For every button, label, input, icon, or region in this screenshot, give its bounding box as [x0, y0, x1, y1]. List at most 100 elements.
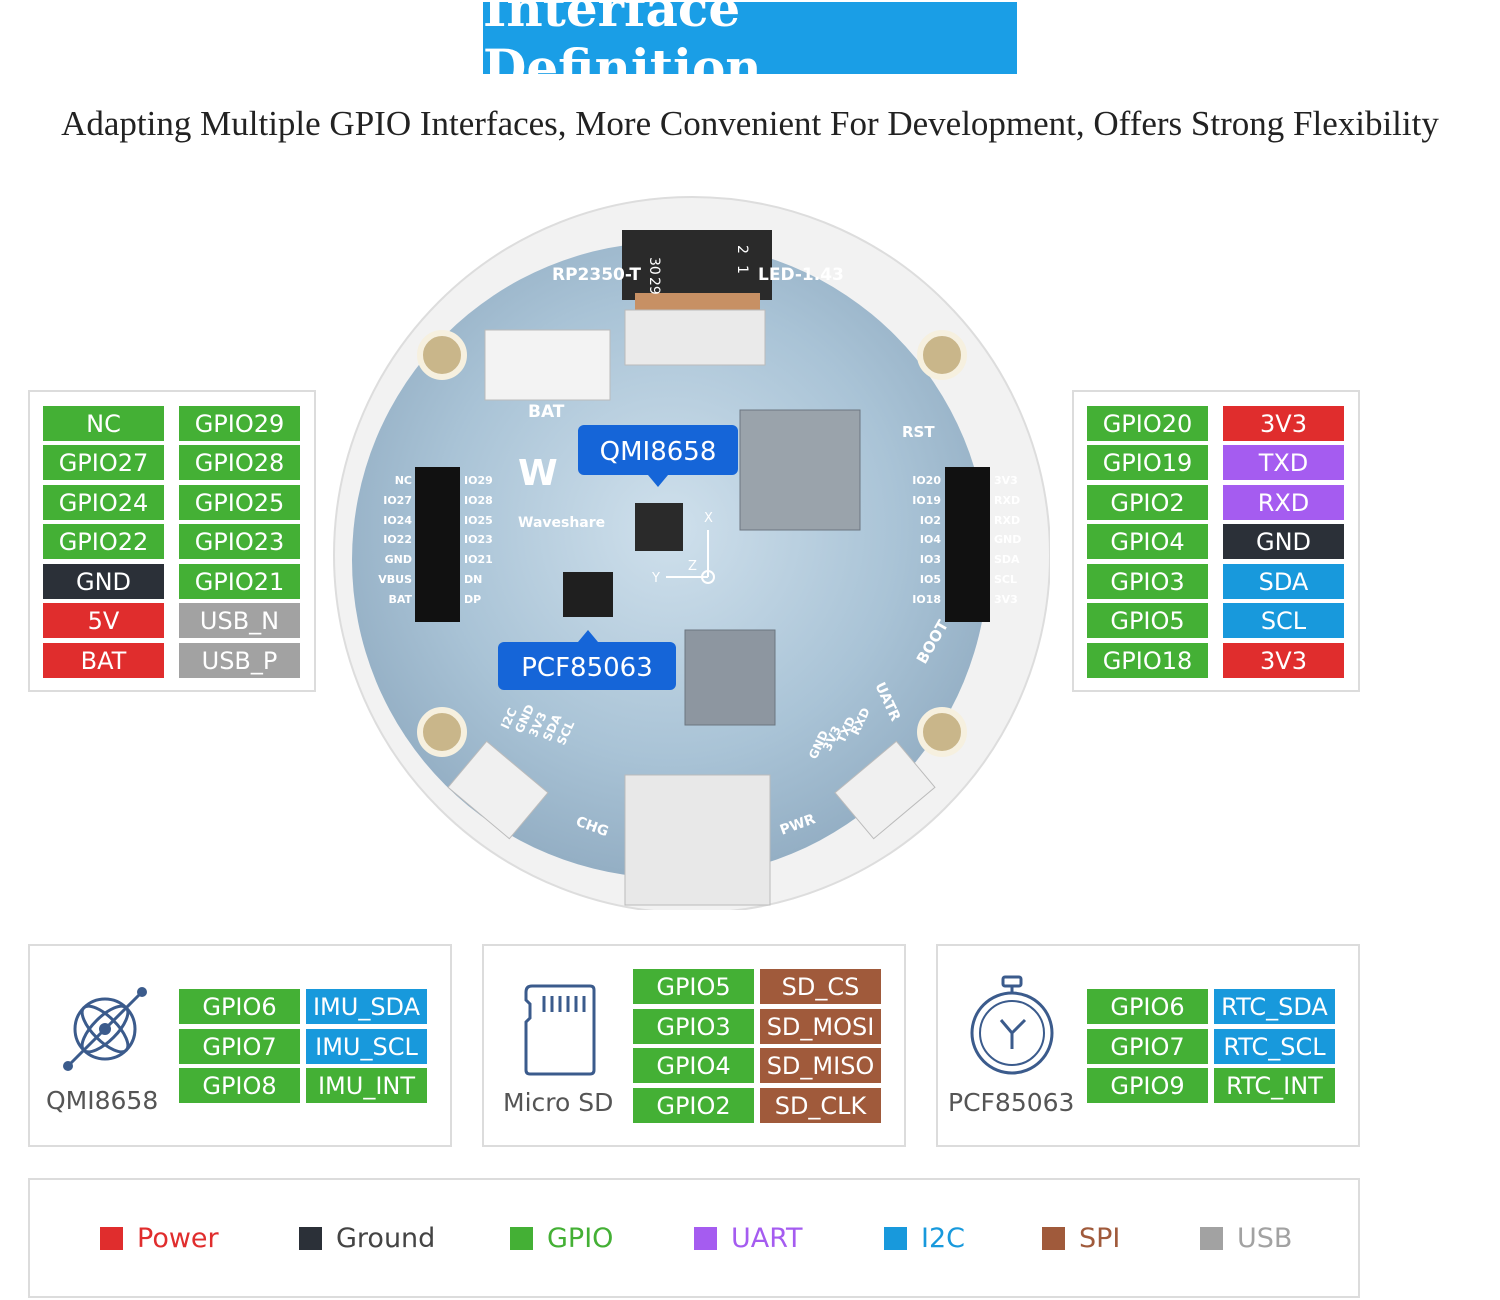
- legend-item-gpio: GPIO: [510, 1222, 614, 1254]
- legend-swatch-ground: [299, 1226, 322, 1250]
- left-pin-gpio23: GPIO23: [179, 524, 300, 559]
- silk-left-vbus-5: VBUS: [378, 573, 412, 586]
- right-pin-gpio5: GPIO5: [1087, 603, 1208, 638]
- module-pin-micro-sd-gpio3: GPIO3: [633, 1009, 754, 1044]
- right-pin-3v3-6: 3V3: [1223, 643, 1344, 678]
- module-pin-sd-clk: SD_CLK: [760, 1088, 881, 1123]
- sd-card-icon: [524, 984, 596, 1076]
- legend-item-usb: USB: [1200, 1223, 1292, 1254]
- left-pin-gpio27: GPIO27: [43, 445, 164, 480]
- legend-item-ground: Ground: [299, 1223, 435, 1254]
- module-caption-pcf85063: PCF85063: [948, 1088, 1075, 1117]
- module-pin-micro-sd-gpio2: GPIO2: [633, 1088, 754, 1123]
- waveshare-mark: W: [518, 453, 558, 494]
- silk-right-inner-io20-0: IO20: [912, 474, 941, 487]
- right-pin-gpio3: GPIO3: [1087, 564, 1208, 599]
- silk-right-inner-io19-1: IO19: [912, 494, 941, 507]
- stopwatch-icon: [970, 975, 1054, 1075]
- fpc-connector: [622, 230, 772, 300]
- module-pin-imu-sda: IMU_SDA: [306, 989, 427, 1024]
- left-pin-usb-p: USB_P: [179, 643, 300, 678]
- silk-left-gnd-4: GND: [385, 553, 412, 566]
- right-pin-sda-4: SDA: [1223, 564, 1344, 599]
- page-title: Interface Definition: [483, 0, 1017, 97]
- module-pin-pcf85063-gpio9: GPIO9: [1087, 1068, 1208, 1103]
- module-pin-imu-scl: IMU_SCL: [306, 1029, 427, 1064]
- module-pin-rtc-sda: RTC_SDA: [1214, 989, 1335, 1024]
- left-pin-header: [415, 467, 460, 622]
- axis-x: X: [704, 511, 713, 526]
- silk-right-rxd-1: RXD: [994, 494, 1020, 507]
- callout-pcf85063-label: PCF85063: [521, 653, 653, 683]
- right-header-silkscreen: IO20IO19IO2IO4IO3IO5IO183V3RXDRXDGNDSDAS…: [912, 474, 1021, 606]
- left-pin-gpio28: GPIO28: [179, 445, 300, 480]
- legend-label-uart: UART: [731, 1222, 803, 1254]
- right-pin-gpio19: GPIO19: [1087, 445, 1208, 480]
- module-pin-qmi8658-gpio8: GPIO8: [179, 1068, 300, 1103]
- rtc-chip: [563, 572, 613, 617]
- legend-label-gpio: GPIO: [547, 1222, 614, 1254]
- module-caption-micro-sd: Micro SD: [503, 1088, 614, 1117]
- silk-left-inner-dp-6: DP: [464, 593, 481, 606]
- module-pin-qmi8658-gpio6: GPIO6: [179, 989, 300, 1024]
- board-model-left: RP2350-T: [552, 265, 641, 285]
- pcb-board: [352, 242, 988, 878]
- legend-swatch-uart: [694, 1226, 717, 1250]
- silk-right-inner-io2-2: IO2: [920, 514, 941, 527]
- connector-num-1: 1: [734, 265, 750, 274]
- silk-right-inner-io4-3: IO4: [920, 533, 941, 546]
- module-pin-sd-miso: SD_MISO: [760, 1048, 881, 1083]
- module-pin-imu-int: IMU_INT: [306, 1068, 427, 1103]
- left-pin-nc: NC: [43, 406, 164, 441]
- page-subtitle: Adapting Multiple GPIO Interfaces, More …: [61, 104, 1439, 143]
- board-model-right: LED-1.43: [758, 265, 844, 285]
- right-pin-rxd-2: RXD: [1223, 485, 1344, 520]
- uart-connector: [834, 740, 936, 840]
- callout-qmi8658: QMI8658: [578, 425, 738, 487]
- right-pin-txd-1: TXD: [1223, 445, 1344, 480]
- left-pin-bat: BAT: [43, 643, 164, 678]
- silk-right-inner-io3-4: IO3: [920, 553, 941, 566]
- mount-hole-tl: [417, 330, 467, 380]
- mount-hole-bl: [417, 707, 467, 757]
- module-pin-qmi8658-gpio7: GPIO7: [179, 1029, 300, 1064]
- right-pin-gpio2: GPIO2: [1087, 485, 1208, 520]
- silk-left-nc-0: NC: [395, 474, 412, 487]
- usb-c-port: [624, 774, 771, 906]
- silk-left-io22-3: IO22: [383, 533, 412, 546]
- legend-swatch-spi: [1042, 1226, 1065, 1250]
- right-pin-scl-5: SCL: [1223, 603, 1344, 638]
- silk-right-rxd-2: RXD: [994, 514, 1020, 527]
- module-pin-micro-sd-gpio5: GPIO5: [633, 969, 754, 1004]
- mount-hole-tr: [917, 330, 967, 380]
- legend-item-power: Power: [100, 1223, 219, 1254]
- legend-label-spi: SPI: [1079, 1222, 1121, 1254]
- module-pin-sd-mosi: SD_MOSI: [760, 1009, 881, 1044]
- silk-left-inner-io29-0: IO29: [464, 474, 493, 487]
- waveshare-logo: Waveshare: [518, 515, 605, 531]
- module-pin-micro-sd-gpio4: GPIO4: [633, 1048, 754, 1083]
- legend-label-i2c: I2C: [921, 1222, 965, 1254]
- flash-chip: [684, 629, 776, 726]
- axis-y: Y: [651, 571, 660, 586]
- right-pin-gpio4: GPIO4: [1087, 524, 1208, 559]
- axis-z: Z: [688, 559, 697, 574]
- left-pin-gpio22: GPIO22: [43, 524, 164, 559]
- right-pin-gnd-3: GND: [1223, 524, 1344, 559]
- silk-left-io24-2: IO24: [383, 514, 412, 527]
- module-pin-pcf85063-gpio7: GPIO7: [1087, 1029, 1208, 1064]
- connector-num-29: 29: [646, 277, 662, 295]
- right-pin-gpio20: GPIO20: [1087, 406, 1208, 441]
- module-pin-pcf85063-gpio6: GPIO6: [1087, 989, 1208, 1024]
- silk-left-inner-io21-4: IO21: [464, 553, 493, 566]
- i2c-connector: [447, 740, 549, 840]
- silk-right-scl-5: SCL: [994, 573, 1017, 586]
- right-pin-header: [945, 467, 990, 622]
- silk-left-inner-dn-5: DN: [464, 573, 482, 586]
- legend-swatch-usb: [1200, 1226, 1223, 1250]
- rst-label: RST: [902, 423, 935, 441]
- silk-left-io27-1: IO27: [383, 494, 412, 507]
- gyroscope-icon: [63, 987, 147, 1071]
- silk-left-inner-io23-3: IO23: [464, 533, 493, 546]
- mcu-chip: [739, 409, 861, 531]
